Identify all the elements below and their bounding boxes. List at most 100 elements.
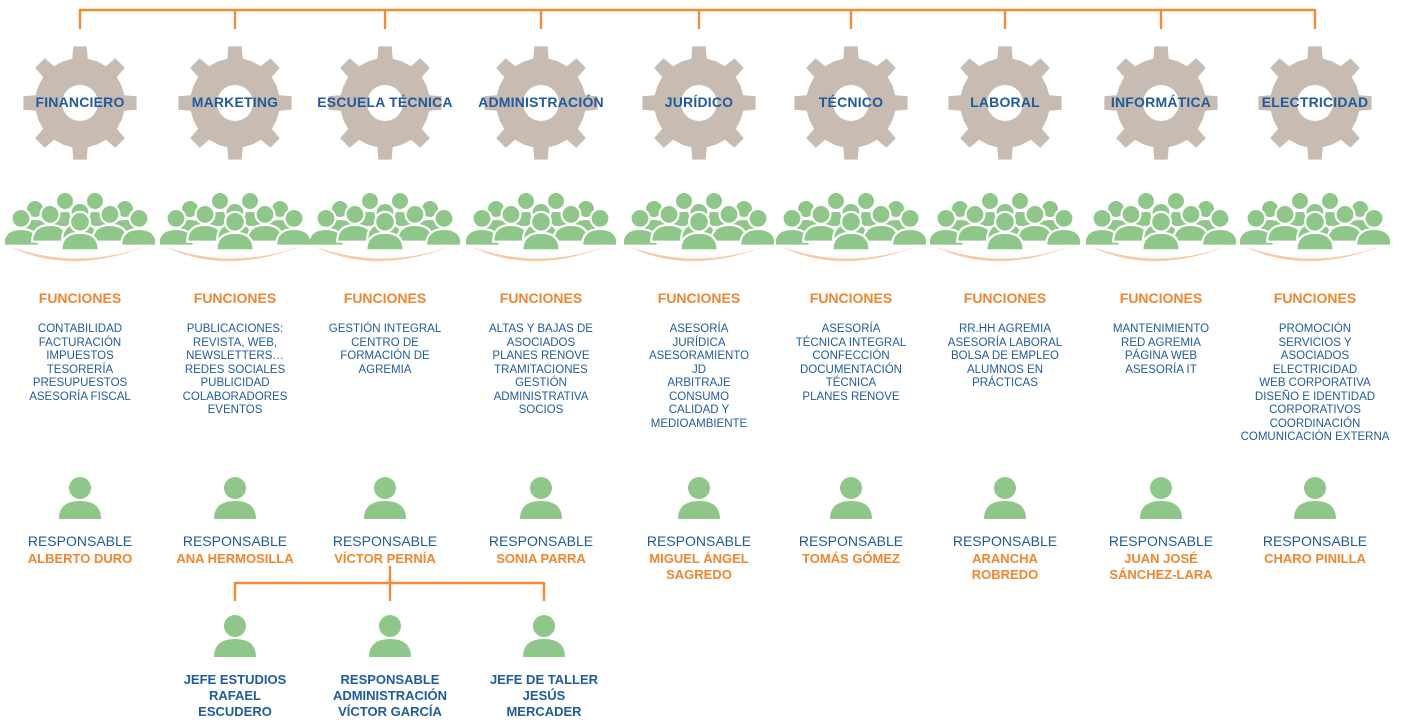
- person-icon: [56, 475, 104, 521]
- function-item: JD: [691, 363, 707, 376]
- people-group-icon: [2, 183, 158, 265]
- function-item: COMUNICACIÓN EXTERNA: [1240, 431, 1390, 443]
- responsible-label: RESPONSABLE: [488, 533, 594, 549]
- functions-title: FUNCIONES: [657, 290, 741, 306]
- responsible-name: VÍCTOR PERNÍA: [334, 551, 436, 566]
- gear-icon: [21, 44, 139, 162]
- responsible-name: CHARO PINILLA: [1264, 551, 1366, 566]
- department-name: JURÍDICO: [664, 94, 734, 110]
- function-item: PROMOCIÓN: [1278, 323, 1352, 335]
- people-group-icon: [463, 183, 619, 265]
- responsible-name: TOMÁS GÓMEZ: [802, 551, 900, 566]
- function-item: NEWSLETTERS…: [186, 350, 284, 362]
- functions-title: FUNCIONES: [1119, 290, 1203, 306]
- responsible-label: RESPONSABLE: [1262, 533, 1368, 549]
- function-item: REDES SOCIALES: [184, 363, 286, 376]
- person-icon: [517, 475, 565, 521]
- responsible-name: SONIA PARRA: [496, 551, 586, 566]
- person-icon: [1291, 475, 1339, 521]
- functions-title: FUNCIONES: [193, 290, 277, 306]
- people-group-icon: [773, 183, 929, 265]
- function-item: TRAMITACIONES: [494, 363, 588, 376]
- function-item: MEDIOAMBIENTE: [650, 417, 748, 430]
- function-item: TESORERÍA: [46, 363, 114, 376]
- gear-icon: [792, 44, 910, 162]
- function-item: PUBLICACIONES:: [186, 323, 284, 335]
- function-item: ASESORAMIENTO: [648, 350, 750, 362]
- functions-title: FUNCIONES: [809, 290, 893, 306]
- responsible-label: RESPONSABLE: [27, 533, 133, 549]
- function-item: JURÍDICA: [672, 336, 726, 349]
- functions-list: PUBLICACIONES:REVISTA, WEB,NEWSLETTERS…R…: [150, 323, 320, 418]
- function-item: ASESORÍA LABORAL: [947, 336, 1063, 349]
- responsible-name: ALBERTO DURO: [27, 551, 133, 566]
- function-item: CORPORATIVOS: [1269, 404, 1361, 416]
- functions-title: FUNCIONES: [1273, 290, 1357, 306]
- person-icon: [1137, 475, 1185, 521]
- person-icon: [675, 475, 723, 521]
- person-icon: [520, 613, 568, 659]
- department-name: FINANCIERO: [35, 94, 125, 110]
- people-group-icon: [157, 183, 313, 265]
- person-icon: [366, 613, 414, 659]
- functions-title: FUNCIONES: [38, 290, 122, 306]
- gear-icon: [482, 44, 600, 162]
- department-name: ESCUELA TÉCNICA: [317, 94, 453, 110]
- department-name: ELECTRICIDAD: [1261, 94, 1369, 110]
- responsible-label: RESPONSABLE: [332, 533, 438, 549]
- function-item: CONTABILIDAD: [37, 323, 123, 335]
- responsible-label: RESPONSABLE: [646, 533, 752, 549]
- function-item: CONSUMO: [668, 390, 730, 403]
- function-item: BOLSA DE EMPLEO: [950, 350, 1059, 362]
- gear-icon: [640, 44, 758, 162]
- department-name: ADMINISTRACIÓN: [478, 94, 604, 110]
- responsible-label: RESPONSABLE: [798, 533, 904, 549]
- function-item: ELECTRICIDAD: [1272, 363, 1358, 376]
- function-item: ASOCIADOS: [1280, 350, 1350, 362]
- subordinate-name: VÍCTOR GARCÍA: [338, 704, 442, 719]
- function-item: TÉCNICA INTEGRAL: [795, 336, 907, 349]
- gear-icon: [326, 44, 444, 162]
- function-item: WEB CORPORATIVA: [1259, 377, 1371, 389]
- department-name: TÉCNICO: [818, 94, 884, 110]
- function-item: ASESORÍA: [821, 323, 881, 335]
- functions-title: FUNCIONES: [963, 290, 1047, 306]
- responsible-label: RESPONSABLE: [182, 533, 288, 549]
- person-icon: [211, 475, 259, 521]
- people-group-icon: [1083, 183, 1239, 265]
- gear-icon: [1256, 44, 1374, 162]
- function-item: PRESUPUESTOS: [32, 377, 128, 389]
- function-item: PLANES RENOVE: [492, 350, 590, 362]
- function-item: COLABORADORES: [182, 390, 288, 403]
- functions-title: FUNCIONES: [499, 290, 583, 306]
- responsible-label: RESPONSABLE: [952, 533, 1058, 549]
- function-item: SERVICIOS Y: [1278, 336, 1352, 349]
- function-item: REVISTA, WEB,: [192, 336, 278, 349]
- gear-icon: [1102, 44, 1220, 162]
- function-item: ASESORÍA FISCAL: [29, 390, 131, 403]
- function-item: CALIDAD Y: [668, 404, 730, 416]
- gear-icon: [946, 44, 1064, 162]
- function-item: PUBLICIDAD: [200, 377, 270, 389]
- people-group-icon: [307, 183, 463, 265]
- gear-icon: [176, 44, 294, 162]
- people-group-icon: [621, 183, 777, 265]
- department-name: INFORMÁTICA: [1110, 94, 1212, 110]
- function-item: DOCUMENTACIÓN: [799, 363, 902, 376]
